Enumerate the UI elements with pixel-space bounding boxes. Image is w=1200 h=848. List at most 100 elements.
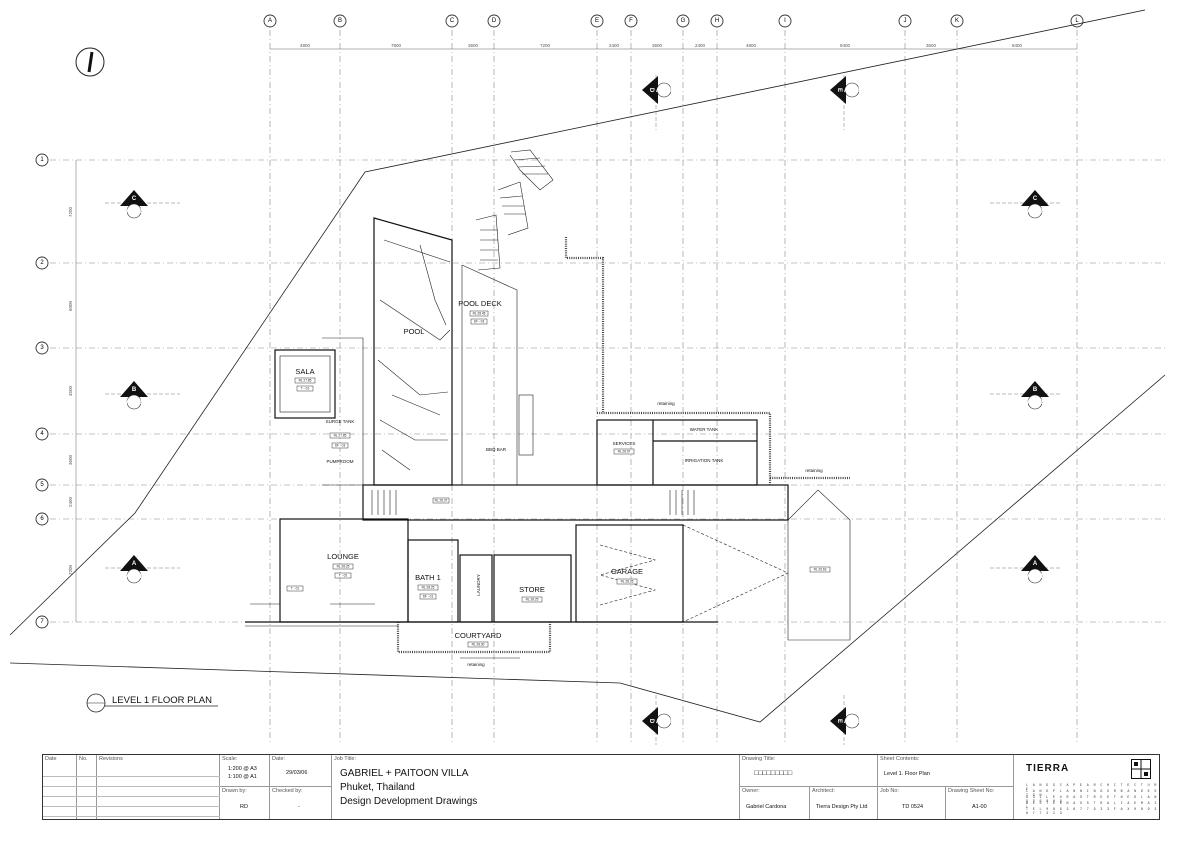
- section-marker-a-right: A A2-01: [990, 555, 1060, 584]
- row-dimensions: 7200 6000 4500 3600 2400 7200: [68, 160, 77, 622]
- svg-text:7: 7: [40, 619, 44, 625]
- drawn-by-header: Drawn by:: [222, 788, 247, 794]
- grid-bubble-k: K: [950, 14, 964, 28]
- grid-bubble-a: A: [263, 14, 277, 28]
- svg-text:SF - 01: SF - 01: [423, 595, 434, 599]
- svg-text:C: C: [132, 196, 137, 202]
- corridor: RL 28.37: [362, 484, 789, 521]
- svg-text:3600: 3600: [652, 43, 663, 48]
- courtyard: COURTYARD RL 28.30 retaining: [396, 622, 552, 667]
- driveway: RL 26.63: [787, 489, 851, 641]
- drawing-sheet-no-cell: Drawing Sheet No: A1-00: [946, 787, 1014, 819]
- svg-text:E: E: [595, 18, 599, 24]
- brand-line-1: L A N D S C A P E A R C H I T E C T U R …: [1026, 783, 1158, 791]
- svg-text:B: B: [1033, 387, 1038, 393]
- grid-bubble-i: I: [778, 14, 792, 28]
- svg-text:7800: 7800: [391, 43, 402, 48]
- svg-text:2400: 2400: [695, 43, 706, 48]
- section-marker-a-left: A A2-01: [105, 555, 180, 584]
- svg-text:1: 1: [40, 157, 44, 163]
- job-title-line-1: GABRIEL + PAITOON VILLA: [340, 768, 469, 779]
- drawing-title-header: Drawing Title:: [742, 756, 776, 762]
- svg-text:J: J: [904, 18, 907, 24]
- grid-bubble-5: 5: [35, 478, 49, 492]
- grid-bubble-c: C: [445, 14, 459, 28]
- svg-text:WATER TANK: WATER TANK: [690, 427, 719, 432]
- svg-text:F: F: [629, 18, 633, 24]
- row-grid: 1 2 3 4 5 6 7: [35, 153, 1165, 629]
- svg-text:T - 02: T - 02: [339, 574, 347, 578]
- job-title-line-2: Phuket, Thailand: [340, 782, 415, 793]
- scale-a1: 1:100 @ A1: [228, 774, 257, 780]
- svg-text:retaining: retaining: [805, 468, 823, 473]
- svg-text:2400: 2400: [68, 496, 73, 507]
- svg-text:D: D: [648, 88, 654, 93]
- job-no-header: Job No:: [880, 788, 899, 794]
- svg-text:LOUNGE: LOUNGE: [327, 552, 359, 561]
- svg-text:3: 3: [40, 345, 44, 351]
- svg-text:A2-01: A2-01: [126, 574, 143, 580]
- sheet-contents-header: Sheet Contents:: [880, 756, 920, 762]
- drawing-sheet-no-header: Drawing Sheet No:: [948, 788, 995, 794]
- svg-text:A2-03: A2-03: [844, 719, 861, 725]
- svg-text:K: K: [955, 18, 959, 24]
- column-grid: A B C D E F G H I J K L: [263, 14, 1084, 745]
- svg-text:3600: 3600: [926, 43, 937, 48]
- date-cell: Date: 29/03/06: [270, 755, 332, 787]
- svg-text:3600: 3600: [68, 454, 73, 465]
- svg-text:A2-02: A2-02: [1027, 209, 1044, 215]
- svg-text:RL 28.45: RL 28.45: [473, 312, 486, 316]
- section-marker-c-left: C A2-02: [105, 190, 180, 219]
- job-no-cell: Job No: TD 0524: [878, 787, 946, 819]
- svg-text:RL 28.97: RL 28.97: [618, 450, 631, 454]
- svg-text:RL 28.30: RL 28.30: [472, 643, 485, 647]
- svg-text:RL 28.25: RL 28.25: [526, 598, 539, 602]
- svg-text:B: B: [132, 387, 137, 393]
- revisions-header: Revisions: [99, 756, 123, 762]
- svg-text:6: 6: [40, 516, 44, 522]
- job-title-header: Job Title:: [334, 756, 357, 762]
- svg-text:PUMPROOM: PUMPROOM: [327, 459, 354, 464]
- services-block: retaining SERVICES RL 28.97 WATER TANK I…: [596, 401, 772, 486]
- owner-header: Owner:: [742, 788, 760, 794]
- svg-text:RL 27.85: RL 27.85: [299, 379, 312, 383]
- svg-text:SURGE TANK: SURGE TANK: [326, 419, 355, 424]
- grid-bubble-f: F: [624, 14, 638, 28]
- svg-text:G: G: [681, 18, 686, 24]
- architect-header: Architect:: [812, 788, 835, 794]
- scale-a3: 1:200 @ A3: [228, 766, 257, 772]
- sheet-contents: Level 1. Floor Plan: [884, 771, 930, 777]
- svg-text:B: B: [338, 18, 342, 24]
- svg-text:7200: 7200: [68, 206, 73, 217]
- svg-text:I: I: [784, 18, 786, 24]
- store: STORE RL 28.25: [493, 554, 572, 623]
- svg-text:POOL DECK: POOL DECK: [458, 299, 501, 308]
- svg-text:D: D: [492, 18, 497, 24]
- site-boundary: [9, 9, 1166, 723]
- svg-text:RL 28.37: RL 28.37: [435, 499, 448, 503]
- grid-bubble-d: D: [487, 14, 501, 28]
- owner-cell: Owner: Gabriel Cardona: [740, 787, 810, 819]
- checked-by: -: [298, 804, 300, 810]
- svg-text:RL 28.25: RL 28.25: [337, 565, 350, 569]
- checked-by-cell: Checked by: -: [270, 787, 332, 819]
- svg-text:L: L: [1075, 18, 1079, 24]
- section-marker-b-left: B A2-02: [105, 381, 180, 410]
- svg-text:E: E: [836, 88, 842, 92]
- svg-text:SALA: SALA: [295, 367, 314, 376]
- svg-text:A: A: [132, 561, 137, 567]
- garage: GARAGE RL 28.25: [575, 524, 789, 623]
- svg-text:SF - 03: SF - 03: [335, 444, 346, 448]
- architect: Tierra Design Pty Ltd: [816, 804, 868, 810]
- date-header: Date: [45, 756, 57, 762]
- svg-text:C: C: [1033, 196, 1038, 202]
- svg-text:5: 5: [40, 482, 44, 488]
- no-header: No.: [79, 756, 88, 762]
- svg-text:A: A: [1033, 561, 1038, 567]
- svg-text:GARAGE: GARAGE: [611, 567, 643, 576]
- svg-text:7200: 7200: [540, 43, 551, 48]
- brand-line-3: 6 3 1 L E U R A S T R E E T N E D L A N …: [1026, 795, 1158, 803]
- section-marker-e-bottom: E A2-03: [830, 695, 861, 745]
- pumproom: SURGE TANK RL 27.85 SF - 03 PUMPROOM: [322, 337, 364, 486]
- date2-header: Date:: [272, 756, 286, 762]
